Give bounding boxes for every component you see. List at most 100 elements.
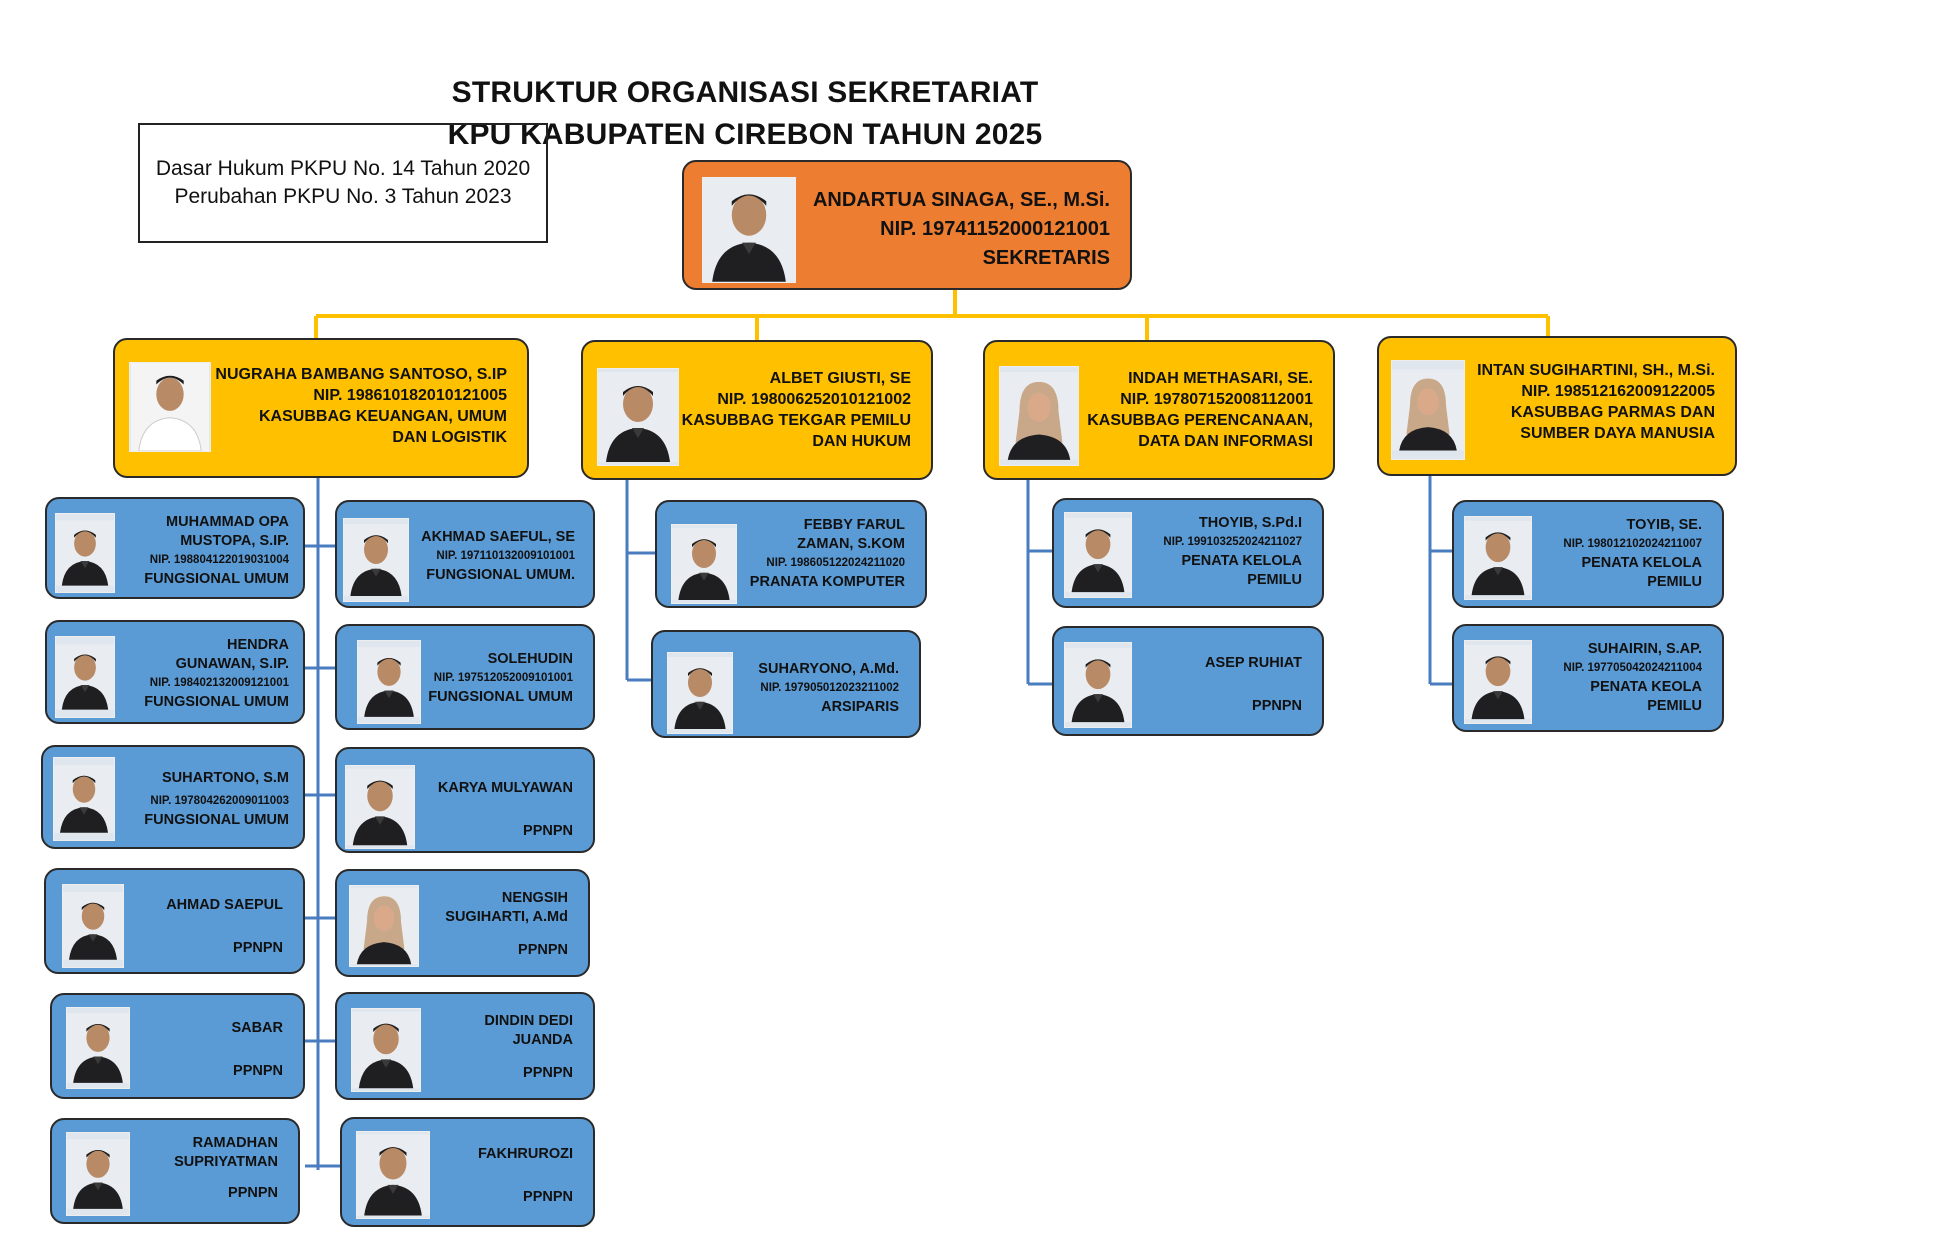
avatar — [62, 884, 124, 968]
staff-nip: NIP. 197905012023211002 — [760, 682, 899, 694]
staff-role: PEMILU — [1647, 698, 1702, 714]
staff-nip: NIP. 197512052009101001 — [433, 672, 573, 684]
staff-role: PENATA KELOLA — [1181, 553, 1302, 569]
avatar — [671, 524, 737, 604]
staff-name: JUANDA — [512, 1032, 573, 1048]
subsection-name: INDAH METHASARI, SE. — [1128, 370, 1313, 387]
staff-card: SUHARTONO, S.M NIP. 197804262009011003 F… — [41, 745, 305, 849]
staff-card: AHMAD SAEPUL PPNPN — [44, 868, 305, 974]
staff-name: RAMADHAN — [192, 1135, 278, 1151]
staff-nip: NIP. 197804262009011003 — [150, 795, 289, 807]
staff-role: FUNGSIONAL UMUM — [144, 571, 289, 587]
avatar — [1391, 360, 1465, 460]
avatar — [129, 362, 211, 452]
staff-card: HENDRA GUNAWAN, S.IP. NIP. 1984021320091… — [45, 620, 305, 724]
subsection-card-perencanaan: INDAH METHASARI, SE. NIP. 19780715200811… — [983, 340, 1335, 480]
staff-nip: NIP. 198012102024211007 — [1563, 538, 1702, 550]
avatar — [702, 177, 796, 283]
staff-role: FUNGSIONAL UMUM — [144, 812, 289, 828]
staff-nip: NIP. 197705042024211004 — [1563, 662, 1702, 674]
staff-nip: NIP. 198402132009121001 — [149, 677, 289, 689]
avatar — [345, 765, 415, 849]
staff-card: SABAR PPNPN — [50, 993, 305, 1099]
staff-card: THOYIB, S.Pd.I NIP. 199103252024211027 P… — [1052, 498, 1324, 608]
staff-name: THOYIB, S.Pd.I — [1198, 515, 1302, 531]
avatar — [66, 1007, 130, 1089]
subsection-role: KASUBBAG PERENCANAAN, — [1087, 412, 1313, 429]
page-title: STRUKTUR ORGANISASI SEKRETARIAT — [451, 76, 1039, 109]
head-nip: NIP. 19741152000121001 — [880, 218, 1110, 240]
staff-card: FAKHRUROZI PPNPN — [340, 1117, 595, 1227]
avatar — [1064, 512, 1132, 598]
legal-basis-line1: Dasar Hukum PKPU No. 14 Tahun 2020 — [155, 157, 531, 180]
staff-nip: NIP. 198804122019031004 — [149, 554, 289, 566]
staff-name: FAKHRUROZI — [477, 1146, 573, 1162]
head-card-sekretaris: ANDARTUA SINAGA, SE., M.Si. NIP. 1974115… — [682, 160, 1132, 290]
avatar — [55, 513, 115, 593]
staff-nip: NIP. 197110132009101001 — [436, 550, 575, 562]
subsection-nip: NIP. 197807152008112001 — [1120, 391, 1313, 408]
subsection-role: KASUBBAG PARMAS DAN — [1510, 404, 1715, 421]
subsection-card-tekgar: ALBET GIUSTI, SE NIP. 198006252010121002… — [581, 340, 933, 480]
staff-role: PRANATA KOMPUTER — [749, 574, 905, 590]
staff-role: PPNPN — [233, 1063, 283, 1079]
staff-name: SUPRIYATMAN — [174, 1154, 278, 1170]
staff-card: FEBBY FARUL ZAMAN, S.KOM NIP. 1986051220… — [655, 500, 927, 608]
staff-role: FUNGSIONAL UMUM — [428, 689, 573, 705]
staff-role: PENATA KELOLA — [1581, 555, 1702, 571]
avatar — [667, 652, 733, 734]
avatar — [55, 636, 115, 718]
staff-role: PEMILU — [1247, 572, 1302, 588]
avatar — [1464, 640, 1532, 724]
staff-role: ARSIPARIS — [821, 699, 899, 715]
staff-card: NENGSIH SUGIHARTI, A.Md PPNPN — [335, 869, 590, 977]
staff-name: MUHAMMAD OPA — [166, 514, 289, 530]
staff-card: SUHAIRIN, S.AP. NIP. 197705042024211004 … — [1452, 624, 1724, 732]
subsection-role: DAN LOGISTIK — [392, 429, 507, 446]
staff-name: SUGIHARTI, A.Md — [445, 909, 568, 925]
staff-role: PPNPN — [518, 942, 568, 958]
subsection-role: KASUBBAG KEUANGAN, UMUM — [259, 408, 507, 425]
avatar — [1464, 516, 1532, 600]
subsection-role: DATA DAN INFORMASI — [1138, 433, 1313, 450]
subsection-role: KASUBBAG TEKGAR PEMILU — [681, 412, 911, 429]
subsection-role: DAN HUKUM — [812, 433, 911, 450]
avatar — [66, 1132, 130, 1216]
avatar — [1064, 642, 1132, 728]
legal-basis-line2: Perubahan PKPU No. 3 Tahun 2023 — [174, 185, 512, 208]
staff-name: GUNAWAN, S.IP. — [175, 656, 289, 672]
staff-role: FUNGSIONAL UMUM — [144, 694, 289, 710]
avatar — [999, 366, 1079, 466]
staff-name: NENGSIH — [501, 890, 568, 906]
avatar — [53, 757, 115, 841]
subsection-name: ALBET GIUSTI, SE — [769, 370, 911, 387]
staff-name: SUHARTONO, S.M — [161, 770, 289, 786]
staff-card: DINDIN DEDI JUANDA PPNPN — [335, 992, 595, 1100]
staff-name: AHMAD SAEPUL — [166, 897, 283, 913]
staff-name: SOLEHUDIN — [487, 651, 573, 667]
subsection-name: INTAN SUGIHARTINI, SH., M.Si. — [1477, 362, 1715, 379]
staff-name: KARYA MULYAWAN — [437, 780, 573, 796]
staff-role: PEMILU — [1647, 574, 1702, 590]
staff-name: ZAMAN, S.KOM — [797, 536, 905, 552]
staff-role: PPNPN — [523, 1065, 573, 1081]
staff-name: AKHMAD SAEFUL, SE — [421, 529, 575, 545]
subsection-nip: NIP. 198512162009122005 — [1521, 383, 1715, 400]
staff-role: PPNPN — [523, 1189, 573, 1205]
subsection-card-parmas: INTAN SUGIHARTINI, SH., M.Si. NIP. 19851… — [1377, 336, 1737, 476]
staff-name: HENDRA — [226, 637, 289, 653]
staff-card: TOYIB, SE. NIP. 198012102024211007 PENAT… — [1452, 500, 1724, 608]
staff-card: RAMADHAN SUPRIYATMAN PPNPN — [50, 1118, 300, 1224]
staff-role: FUNGSIONAL UMUM. — [426, 567, 575, 583]
avatar — [349, 885, 419, 967]
staff-name: ASEP RUHIAT — [1205, 655, 1302, 671]
staff-card: ASEP RUHIAT PPNPN — [1052, 626, 1324, 736]
staff-role: PPNPN — [1252, 698, 1302, 714]
avatar — [343, 518, 409, 602]
staff-role: PPNPN — [228, 1185, 278, 1201]
subsection-card-keuangan: NUGRAHA BAMBANG SANTOSO, S.IP NIP. 19861… — [113, 338, 529, 478]
staff-role: PPNPN — [523, 823, 573, 839]
staff-name: SUHARYONO, A.Md. — [758, 661, 899, 677]
subsection-role: SUMBER DAYA MANUSIA — [1520, 425, 1715, 442]
